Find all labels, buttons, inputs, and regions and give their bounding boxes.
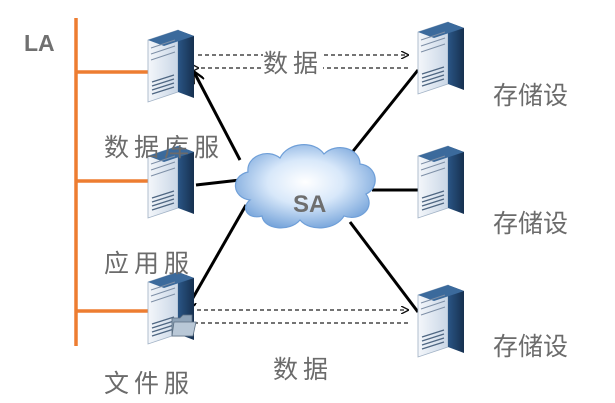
folder-icon (171, 314, 197, 337)
storage-middle-label: 存储设 (493, 209, 569, 238)
file-server-label: 文件服 (104, 369, 195, 398)
database-server-icon (147, 29, 195, 103)
data-flow-bottom-label: 数据 (273, 355, 334, 384)
sa-label: SA (293, 191, 327, 218)
database-server-label: 数据库服 (104, 133, 225, 162)
storage-bottom-icon (417, 284, 465, 358)
lan-backbone (74, 18, 148, 346)
san-links (186, 70, 420, 312)
storage-top-label: 存储设 (493, 81, 569, 110)
storage-bottom-label: 存储设 (493, 332, 569, 361)
storage-top-icon (417, 21, 465, 95)
storage-middle-icon (417, 145, 465, 219)
data-flow-bottom (190, 310, 408, 323)
san-cloud-icon (234, 144, 376, 229)
data-flow-top-label: 数据 (263, 44, 324, 80)
application-server-label: 应用服 (104, 249, 195, 278)
la-label: LA (24, 30, 55, 56)
